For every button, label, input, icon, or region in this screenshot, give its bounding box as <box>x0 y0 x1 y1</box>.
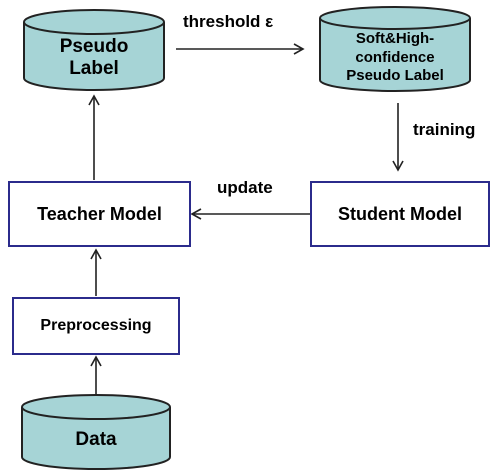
update-label: update <box>217 178 273 197</box>
data-cylinder <box>21 394 171 470</box>
student-model-box: Student Model <box>310 181 490 247</box>
pseudo-label-cylinder <box>23 9 165 91</box>
teacher-model-box: Teacher Model <box>8 181 191 247</box>
soft-high-confidence-text: Soft&High- confidence Pseudo Label <box>346 29 444 85</box>
data-text: Data <box>75 429 117 451</box>
threshold-label: threshold ε <box>183 12 274 31</box>
pseudo-label-text: Pseudo Label <box>59 36 129 79</box>
soft-high-confidence-cylinder <box>319 6 471 92</box>
training-label: training <box>413 120 476 139</box>
preprocessing-box: Preprocessing <box>12 297 180 355</box>
